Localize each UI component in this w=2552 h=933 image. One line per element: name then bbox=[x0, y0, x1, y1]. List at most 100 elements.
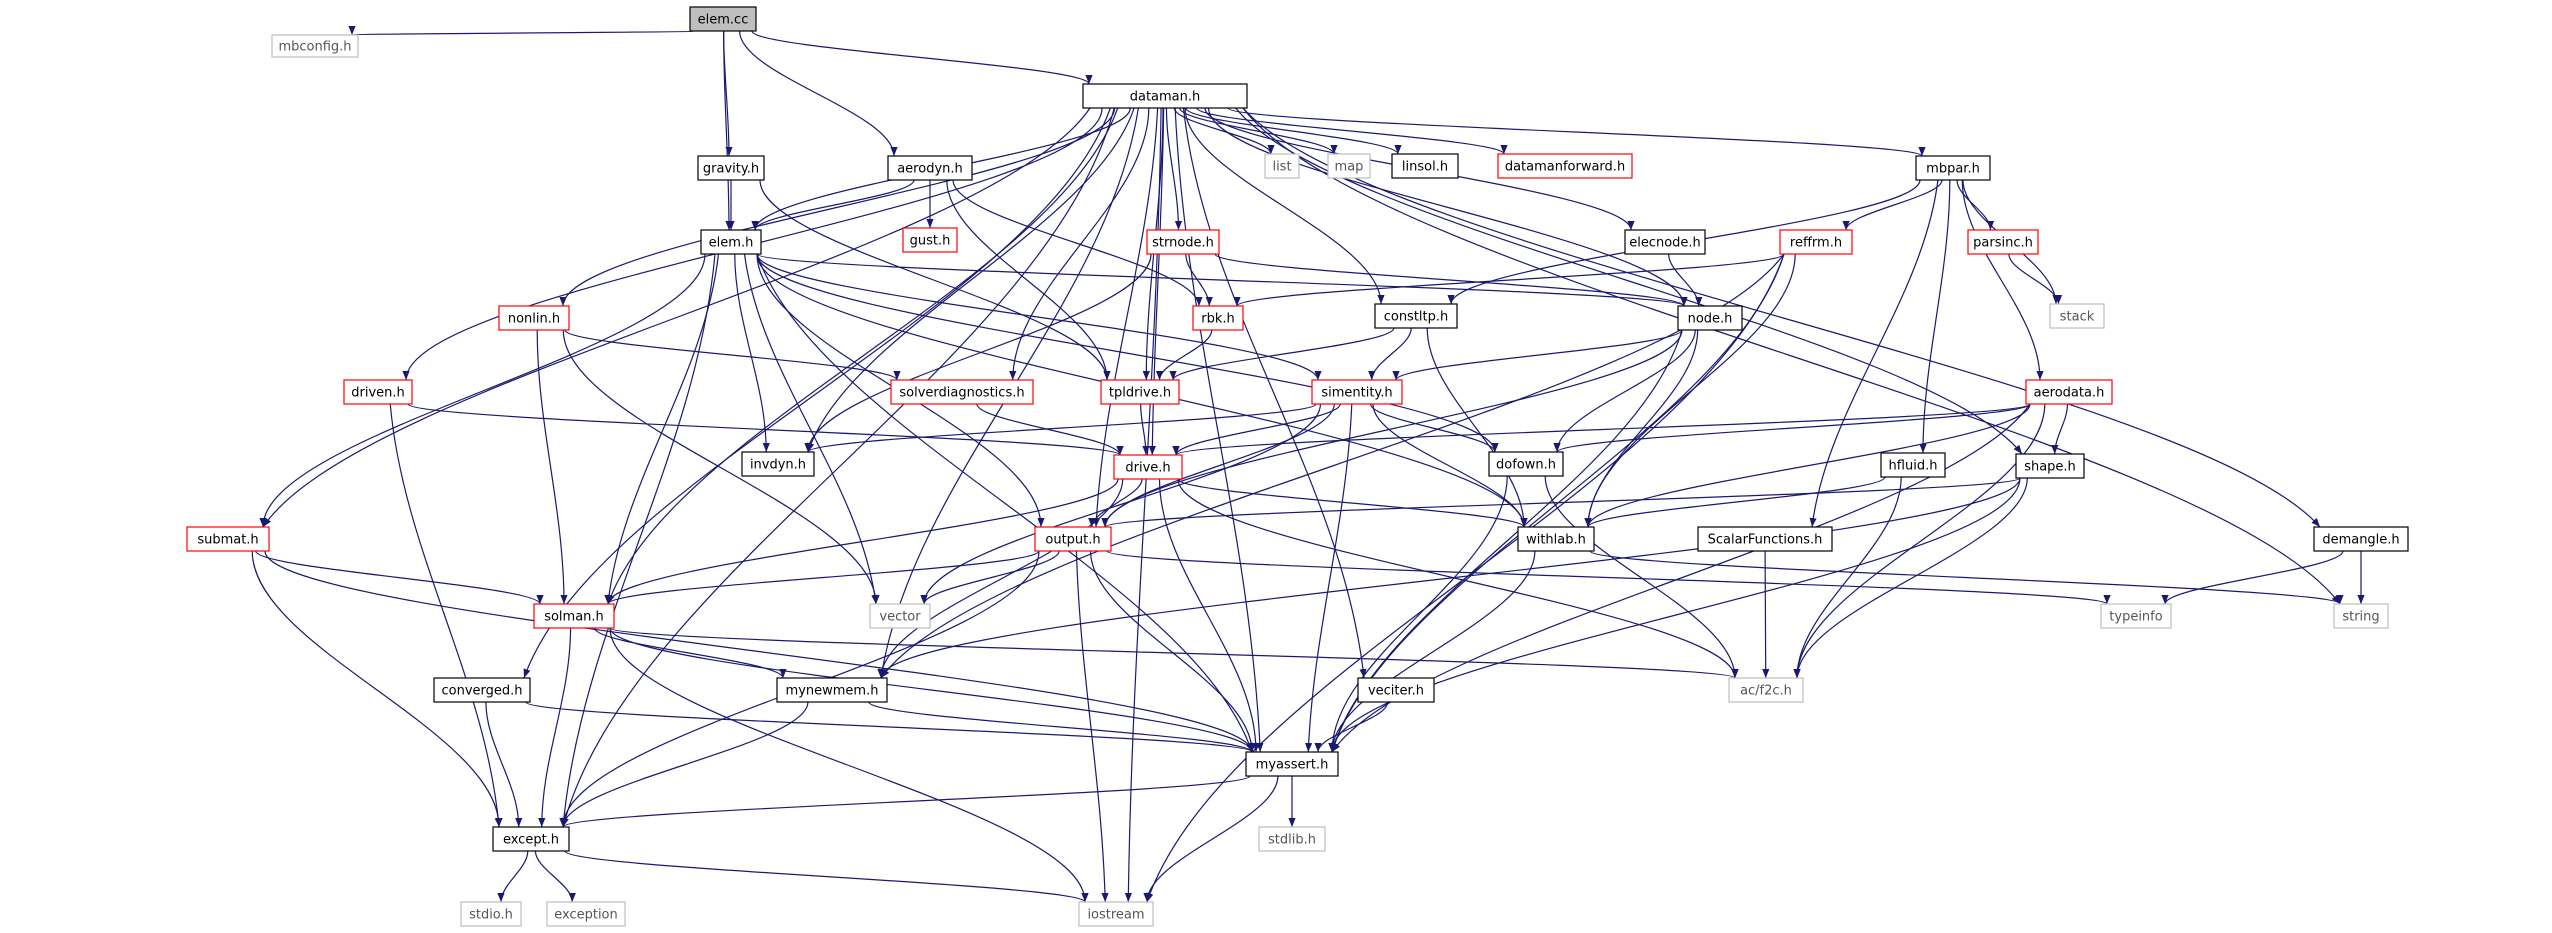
node-label: ScalarFunctions.h bbox=[1708, 533, 1823, 548]
node-label: aerodata.h bbox=[2034, 386, 2105, 401]
node-linsol-h[interactable]: linsol.h bbox=[1391, 153, 1459, 179]
edge-elem_cc-to-elem_h bbox=[723, 30, 733, 231]
node-node-h[interactable]: node.h bbox=[1677, 305, 1743, 331]
node-gust-h[interactable]: gust.h bbox=[902, 227, 958, 253]
edge-dataman_h-to-shape_h bbox=[1235, 107, 2023, 455]
node-reffrm-h[interactable]: reffrm.h bbox=[1779, 229, 1853, 255]
edge-dataman_h-to-converged_h bbox=[523, 107, 1111, 679]
edge-strnode_h-to-node_h bbox=[1214, 253, 1688, 307]
edge-output_h-to-typeinfo bbox=[1106, 550, 2111, 605]
node-tpldrive-h[interactable]: tpldrive.h bbox=[1100, 379, 1180, 405]
edge-solverdiagnostics_h-to-drive_h bbox=[976, 403, 1124, 456]
node-box bbox=[1880, 452, 1946, 478]
node-label: converged.h bbox=[441, 684, 522, 699]
node-box bbox=[700, 229, 762, 255]
edge-dataman_h-to-drive_h bbox=[1148, 107, 1165, 456]
node-veciter-h[interactable]: veciter.h bbox=[1357, 677, 1435, 703]
node-invdyn-h[interactable]: invdyn.h bbox=[741, 451, 815, 477]
edge-drive_h-to-myassert_h bbox=[1158, 478, 1260, 753]
node-scalarfunctions-h[interactable]: ScalarFunctions.h bbox=[1697, 526, 1833, 552]
node-except-h[interactable]: except.h bbox=[492, 826, 570, 852]
node-parsinc-h[interactable]: parsinc.h bbox=[1967, 229, 2039, 255]
edge-constltp_h-to-tpldrive_h bbox=[1169, 327, 1395, 381]
node-label: drive.h bbox=[1125, 461, 1170, 476]
node-strnode-h[interactable]: strnode.h bbox=[1146, 229, 1220, 255]
node-elem-h[interactable]: elem.h bbox=[700, 229, 762, 255]
edge-shape_h-to-mynewmem_h bbox=[877, 477, 2021, 679]
node-box bbox=[1327, 153, 1371, 179]
node-box bbox=[869, 603, 931, 629]
node-label: elem.h bbox=[709, 236, 754, 251]
node-myassert-h[interactable]: myassert.h bbox=[1245, 751, 1339, 777]
node-shape-h[interactable]: shape.h bbox=[2015, 453, 2085, 479]
node-solverdiagnostics-h[interactable]: solverdiagnostics.h bbox=[890, 379, 1034, 405]
node-box bbox=[1967, 229, 2039, 255]
edge-elem_h-to-myassert_h bbox=[756, 253, 1253, 753]
edge-except_h-to-exception bbox=[534, 850, 576, 903]
node-label: withlab.h bbox=[1526, 533, 1586, 548]
node-label: hfluid.h bbox=[1889, 459, 1938, 474]
node-simentity-h[interactable]: simentity.h bbox=[1311, 379, 1403, 405]
node-driven-h[interactable]: driven.h bbox=[343, 379, 413, 405]
node-rbk-h[interactable]: rbk.h bbox=[1192, 305, 1244, 331]
node-label: demangle.h bbox=[2322, 533, 2399, 548]
edge-drive_h-to-output_h bbox=[1088, 478, 1143, 528]
edge-dofown_h-to-ac_f2c_h bbox=[1544, 475, 1739, 679]
node-aerodata-h[interactable]: aerodata.h bbox=[2025, 379, 2113, 405]
node-stdio-h: stdio.h bbox=[460, 901, 522, 927]
node-aerodyn-h[interactable]: aerodyn.h bbox=[887, 155, 973, 181]
node-box bbox=[1915, 155, 1991, 181]
node-submat-h[interactable]: submat.h bbox=[186, 526, 270, 552]
edge-rbk_h-to-tpldrive_h bbox=[1155, 329, 1213, 381]
node-dofown-h[interactable]: dofown.h bbox=[1488, 451, 1564, 477]
node-label: iostream bbox=[1087, 908, 1144, 923]
node-label: list bbox=[1272, 160, 1291, 175]
node-mbpar-h[interactable]: mbpar.h bbox=[1915, 155, 1991, 181]
node-label: elem.cc bbox=[698, 13, 749, 28]
node-constltp-h[interactable]: constltp.h bbox=[1374, 303, 1458, 329]
node-box bbox=[498, 305, 570, 331]
node-label: tpldrive.h bbox=[1109, 386, 1171, 401]
node-stack: stack bbox=[2049, 303, 2105, 329]
node-layer: elem.cc mbconfig.h dataman.h gravity.h aerod… bbox=[186, 6, 2409, 927]
node-nonlin-h[interactable]: nonlin.h bbox=[498, 305, 570, 331]
node-box bbox=[2015, 453, 2085, 479]
node-output-h[interactable]: output.h bbox=[1034, 526, 1112, 552]
node-label: elecnode.h bbox=[1629, 236, 1701, 251]
node-elecnode-h[interactable]: elecnode.h bbox=[1624, 229, 1706, 255]
node-withlab-h[interactable]: withlab.h bbox=[1517, 526, 1595, 552]
node-label: parsinc.h bbox=[1973, 236, 2033, 251]
node-drive-h[interactable]: drive.h bbox=[1113, 454, 1183, 480]
node-dataman-h[interactable]: dataman.h bbox=[1082, 83, 1248, 109]
edge-aerodyn_h-to-tpldrive_h bbox=[946, 179, 1111, 381]
node-label: stdio.h bbox=[469, 908, 513, 923]
edge-converged_h-to-myassert_h bbox=[525, 701, 1256, 753]
node-converged-h[interactable]: converged.h bbox=[433, 677, 531, 703]
node-label: mbconfig.h bbox=[278, 40, 351, 55]
node-datamanforward-h[interactable]: datamanforward.h bbox=[1497, 153, 1633, 179]
node-demangle-h[interactable]: demangle.h bbox=[2313, 526, 2409, 552]
edge-dataman_h-to-output_h bbox=[1092, 107, 1159, 528]
node-mynewmem-h[interactable]: mynewmem.h bbox=[776, 677, 888, 703]
edge-dataman_h-to-submat_h bbox=[262, 107, 1091, 528]
edge-solman_h-to-except_h bbox=[538, 627, 572, 828]
node-solman-h[interactable]: solman.h bbox=[533, 603, 615, 629]
node-label: node.h bbox=[1688, 312, 1733, 327]
edge-drive_h-to-mynewmem_h bbox=[877, 478, 1124, 679]
node-box bbox=[1311, 379, 1403, 405]
edge-mbpar_h-to-aerodata_h bbox=[1961, 179, 2044, 381]
edge-dataman_h-to-myassert_h bbox=[1174, 107, 1264, 753]
edge-elecnode_h-to-node_h bbox=[1668, 253, 1703, 307]
node-box bbox=[697, 155, 765, 181]
edge-veciter_h-to-myassert_h bbox=[1314, 701, 1389, 753]
node-hfluid-h[interactable]: hfluid.h bbox=[1880, 452, 1946, 478]
edge-gravity_h-to-tpldrive_h bbox=[759, 179, 1111, 381]
edge-dataman_h-to-linsol_h bbox=[1185, 107, 1402, 155]
edge-converged_h-to-except_h bbox=[485, 701, 523, 828]
node-elem-cc[interactable]: elem.cc bbox=[689, 6, 757, 32]
node-box bbox=[1078, 901, 1154, 927]
edge-dataman_h-to-string bbox=[1242, 107, 2341, 605]
node-gravity-h[interactable]: gravity.h bbox=[697, 155, 765, 181]
node-label: rbk.h bbox=[1201, 312, 1235, 327]
node-box bbox=[887, 155, 973, 181]
